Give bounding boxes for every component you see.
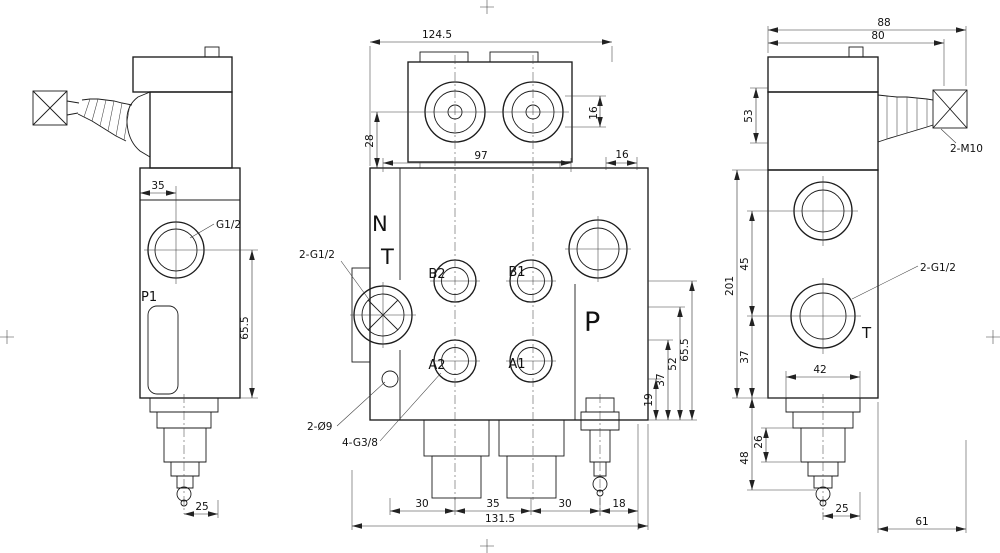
work-ports-callout: 4-G3/8 — [342, 437, 378, 449]
extension-lines — [144, 186, 258, 518]
dim-label: 19 — [643, 393, 655, 406]
port-label-b1: B1 — [508, 265, 525, 280]
dim-stem-1: 26 — [753, 428, 769, 462]
dim-overall-height: 201 — [724, 170, 740, 398]
lever-knob-icon — [932, 89, 968, 129]
port-label-p: P — [584, 307, 600, 338]
dim-label: 30 — [558, 498, 571, 510]
port-label-a1: A1 — [508, 357, 525, 372]
dim-bottom-offset: 25 — [823, 503, 860, 519]
dim-bottom-4: 18 — [600, 498, 638, 514]
dim-top-inner: 80 — [768, 30, 944, 46]
port-label-b2: B2 — [428, 267, 445, 282]
studs-callout: 2-M10 — [950, 143, 983, 155]
dim-label: 37 — [655, 373, 667, 386]
dim-port-spacing: 45 — [739, 211, 755, 316]
dim-label: 25 — [195, 501, 208, 513]
dim-top-width: 35 — [140, 180, 176, 196]
dim-right-2: 52 — [667, 307, 683, 420]
bottom-block-right — [498, 419, 565, 499]
dim-label: 30 — [415, 498, 428, 510]
valve-body-front — [351, 167, 649, 421]
dim-bottom-3: 30 — [531, 498, 600, 514]
dim-label: 131.5 — [485, 513, 515, 525]
dim-base-width: 42 — [786, 364, 860, 380]
dim-bottom-2: 35 — [455, 498, 531, 514]
dim-label: 53 — [743, 109, 755, 122]
port-label-a2: A2 — [428, 358, 445, 373]
dim-label: 124.5 — [422, 29, 452, 41]
dim-label: 28 — [364, 134, 376, 147]
control-cap — [767, 46, 879, 171]
mount-hole — [381, 370, 399, 388]
side-thread-callout: 2-G1/2 — [299, 249, 335, 261]
thread-callout: 2-G1/2 — [920, 262, 956, 274]
pilot-block — [407, 51, 573, 168]
lever-bellows — [77, 98, 133, 142]
dim-label: 45 — [739, 257, 751, 270]
dim-lever-length: 61 — [878, 516, 966, 532]
dim-stem-2: 48 — [739, 398, 755, 490]
dim-label: 16 — [588, 106, 600, 120]
dim-label: 35 — [151, 180, 164, 192]
dim-label: 26 — [753, 435, 765, 449]
channel-label-t: T — [380, 245, 394, 269]
mount-holes-callout: 2-Ø9 — [307, 421, 332, 433]
dim-label: 65.5 — [679, 338, 691, 361]
dim-overall-top: 124.5 — [370, 29, 612, 45]
bottom-block-left — [423, 419, 490, 499]
dim-bottom-1: 30 — [390, 498, 455, 514]
dim-bottom-offset: 25 — [184, 501, 218, 517]
dim-label: 18 — [612, 498, 625, 510]
valve-body-side — [139, 167, 241, 399]
dim-label: 35 — [486, 498, 499, 510]
dim-label: 80 — [871, 30, 884, 42]
dim-label: 97 — [474, 150, 487, 162]
extension-lines — [336, 46, 697, 530]
dim-label: 65.5 — [239, 316, 251, 339]
dim-right-step: 16 — [606, 149, 637, 166]
dim-label: 61 — [915, 516, 928, 528]
centerlines — [454, 55, 601, 516]
dim-pilot-width: 97 — [383, 150, 571, 166]
control-cap — [132, 46, 233, 169]
dim-right-3: 37 — [655, 340, 671, 420]
front-view: N T P B2 B1 A2 A1 2-G1/2 2-Ø9 4-G3/8 124… — [299, 29, 697, 530]
port-label-p1: P1 — [141, 290, 157, 305]
dim-label: 37 — [739, 350, 751, 363]
dim-overall-bottom: 131.5 — [352, 513, 648, 529]
extension-lines — [732, 26, 967, 533]
left-view: 35 G1/2 P1 65.5 25 — [32, 46, 258, 518]
dim-right-1: 65.5 — [679, 281, 695, 420]
right-view: T 2-G1/2 2-M10 88 80 53 201 45 37 4 — [724, 17, 983, 533]
lever-knob-icon — [32, 90, 80, 126]
dim-cap-height: 53 — [743, 88, 759, 143]
dim-label: 48 — [739, 451, 751, 464]
dim-right-4: 19 — [643, 379, 659, 420]
port-label-t: T — [861, 324, 872, 342]
dim-body-height: 65.5 — [239, 250, 255, 398]
dim-top-overall: 88 — [768, 17, 966, 33]
dim-label: 88 — [877, 17, 890, 29]
thread-callout: G1/2 — [216, 219, 241, 231]
dim-label: 201 — [724, 276, 736, 296]
lever-bellows — [877, 94, 934, 143]
dim-port-spacing-v: 16 — [588, 96, 603, 127]
dim-port-to-base: 37 — [739, 316, 755, 398]
dim-label: 42 — [813, 364, 826, 376]
dim-label: 52 — [667, 357, 679, 370]
lever-pivot-housing — [126, 91, 151, 158]
dim-label: 16 — [615, 149, 629, 161]
dim-label: 25 — [835, 503, 848, 515]
channel-label-n: N — [372, 212, 388, 236]
dim-pilot-offset: 28 — [364, 112, 380, 168]
